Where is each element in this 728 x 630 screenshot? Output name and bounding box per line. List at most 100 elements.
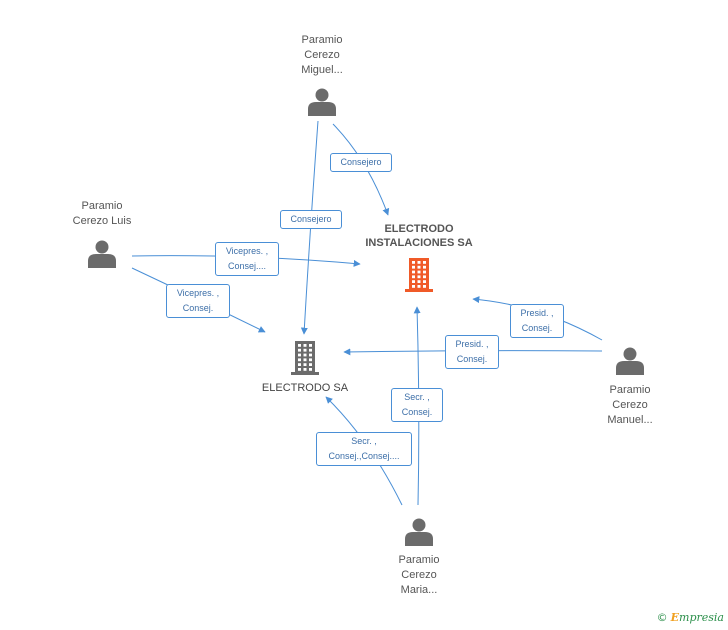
building-window xyxy=(423,261,426,264)
building-window xyxy=(309,344,312,347)
building-icon[interactable] xyxy=(405,258,433,292)
relation-label-line: Consejero xyxy=(340,157,382,167)
building-window xyxy=(298,344,301,347)
building-icon[interactable] xyxy=(291,341,319,375)
relation-label-maria-electrodo[interactable]: Secr. , Consej.,Consej.... xyxy=(316,432,412,466)
person-name-line: Paramio xyxy=(81,200,123,212)
person-icon[interactable] xyxy=(405,518,433,547)
building-window xyxy=(303,363,307,366)
building-window xyxy=(412,265,415,269)
building-window xyxy=(423,265,426,269)
relation-label-manuel-electrodo[interactable]: Presid. , Consej. xyxy=(445,335,499,369)
copyright-symbol: © xyxy=(656,611,668,624)
person-icon[interactable] xyxy=(308,88,336,117)
company-name-electrodo-instalaciones[interactable]: ELECTRODO INSTALACIONES SA xyxy=(349,222,489,250)
relation-label-line: Consej. xyxy=(182,303,214,313)
relation-label-line: Presid. , xyxy=(455,339,489,349)
building-window xyxy=(423,275,426,279)
person-icon[interactable] xyxy=(88,240,116,269)
building-window xyxy=(423,270,426,274)
person-name-line: Paramio xyxy=(398,554,440,566)
building-window xyxy=(417,285,421,288)
building-window xyxy=(417,275,421,279)
building-window xyxy=(298,353,301,357)
relation-label-luis-electrodo[interactable]: Vicepres. , Consej. xyxy=(166,284,230,318)
person-name-line: Cerezo xyxy=(612,399,648,411)
building-window xyxy=(412,280,415,283)
person-icon-head xyxy=(623,347,637,361)
relation-label-line: Consejero xyxy=(290,214,332,224)
building-window xyxy=(309,353,312,357)
brand-name: mpresia xyxy=(679,611,724,624)
person-name-line: Cerezo xyxy=(304,49,340,61)
person-icon-body xyxy=(308,102,336,116)
company-name-line: ELECTRODO xyxy=(384,223,454,235)
person-name-line: Miguel... xyxy=(301,64,343,76)
person-name-line: Manuel... xyxy=(607,414,653,426)
building-window xyxy=(298,363,301,366)
building-window xyxy=(298,348,301,352)
person-name-line: Maria... xyxy=(400,584,438,596)
empresia-logo[interactable]: ©Empresia xyxy=(657,611,724,624)
building-window xyxy=(303,344,307,347)
relation-label-line: Vicepres. , xyxy=(176,288,220,298)
person-name-line: Paramio xyxy=(609,384,651,396)
person-name-line: Cerezo xyxy=(401,569,437,581)
person-icon[interactable] xyxy=(616,347,644,376)
building-window xyxy=(423,280,426,283)
building-base xyxy=(405,289,433,292)
person-icon-body xyxy=(88,254,116,268)
building-window xyxy=(303,368,307,371)
brand-initial: E xyxy=(670,611,680,624)
person-icon-head xyxy=(95,240,109,254)
building-window xyxy=(412,261,415,264)
relation-label-line: Consej. xyxy=(521,323,553,333)
building-window xyxy=(412,275,415,279)
building-window xyxy=(417,280,421,283)
building-window xyxy=(303,353,307,357)
relation-label-line: Consej.,Consej.... xyxy=(328,451,400,461)
building-window xyxy=(298,358,301,362)
company-name-electrodo[interactable]: ELECTRODO SA xyxy=(255,381,355,395)
relation-label-line: Consej. xyxy=(401,407,433,417)
building-base xyxy=(291,372,319,375)
building-window xyxy=(309,363,312,366)
relation-label-manuel-electrodo-instalaciones[interactable]: Presid. , Consej. xyxy=(510,304,564,338)
building-window xyxy=(303,358,307,362)
person-icon-body xyxy=(616,361,644,375)
building-window xyxy=(303,348,307,352)
person-name-line: Cerezo Luis xyxy=(72,215,132,227)
person-icon-head xyxy=(412,518,426,532)
relation-label-line: Secr. , xyxy=(404,392,430,402)
person-icon-body xyxy=(405,532,433,546)
building-window xyxy=(309,348,312,352)
relation-label-line: Secr. , xyxy=(351,436,377,446)
relation-label-line: Presid. , xyxy=(520,308,554,318)
relation-label-maria-electrodo-instalaciones[interactable]: Secr. , Consej. xyxy=(391,388,443,422)
relation-label-line: Consej. xyxy=(456,354,488,364)
building-window xyxy=(412,285,415,288)
relation-label-luis-electrodo-instalaciones[interactable]: Vicepres. , Consej.... xyxy=(215,242,279,276)
company-name-line: INSTALACIONES SA xyxy=(365,237,473,249)
building-window xyxy=(417,270,421,274)
person-icon-head xyxy=(315,88,329,102)
building-window xyxy=(309,368,312,371)
relation-label-line: Consej.... xyxy=(227,261,267,271)
building-window xyxy=(417,265,421,269)
building-window xyxy=(309,358,312,362)
building-window xyxy=(417,261,421,264)
building-window xyxy=(298,368,301,371)
company-name-line: ELECTRODO SA xyxy=(261,382,349,394)
relation-label-line: Vicepres. , xyxy=(225,246,269,256)
diagram-nodes xyxy=(88,88,644,547)
building-window xyxy=(412,270,415,274)
relation-label-miguel-electrodo[interactable]: Consejero xyxy=(280,210,342,229)
building-window xyxy=(423,285,426,288)
relation-label-miguel-electrodo-instalaciones[interactable]: Consejero xyxy=(330,153,392,172)
person-name-line: Paramio xyxy=(301,34,343,46)
